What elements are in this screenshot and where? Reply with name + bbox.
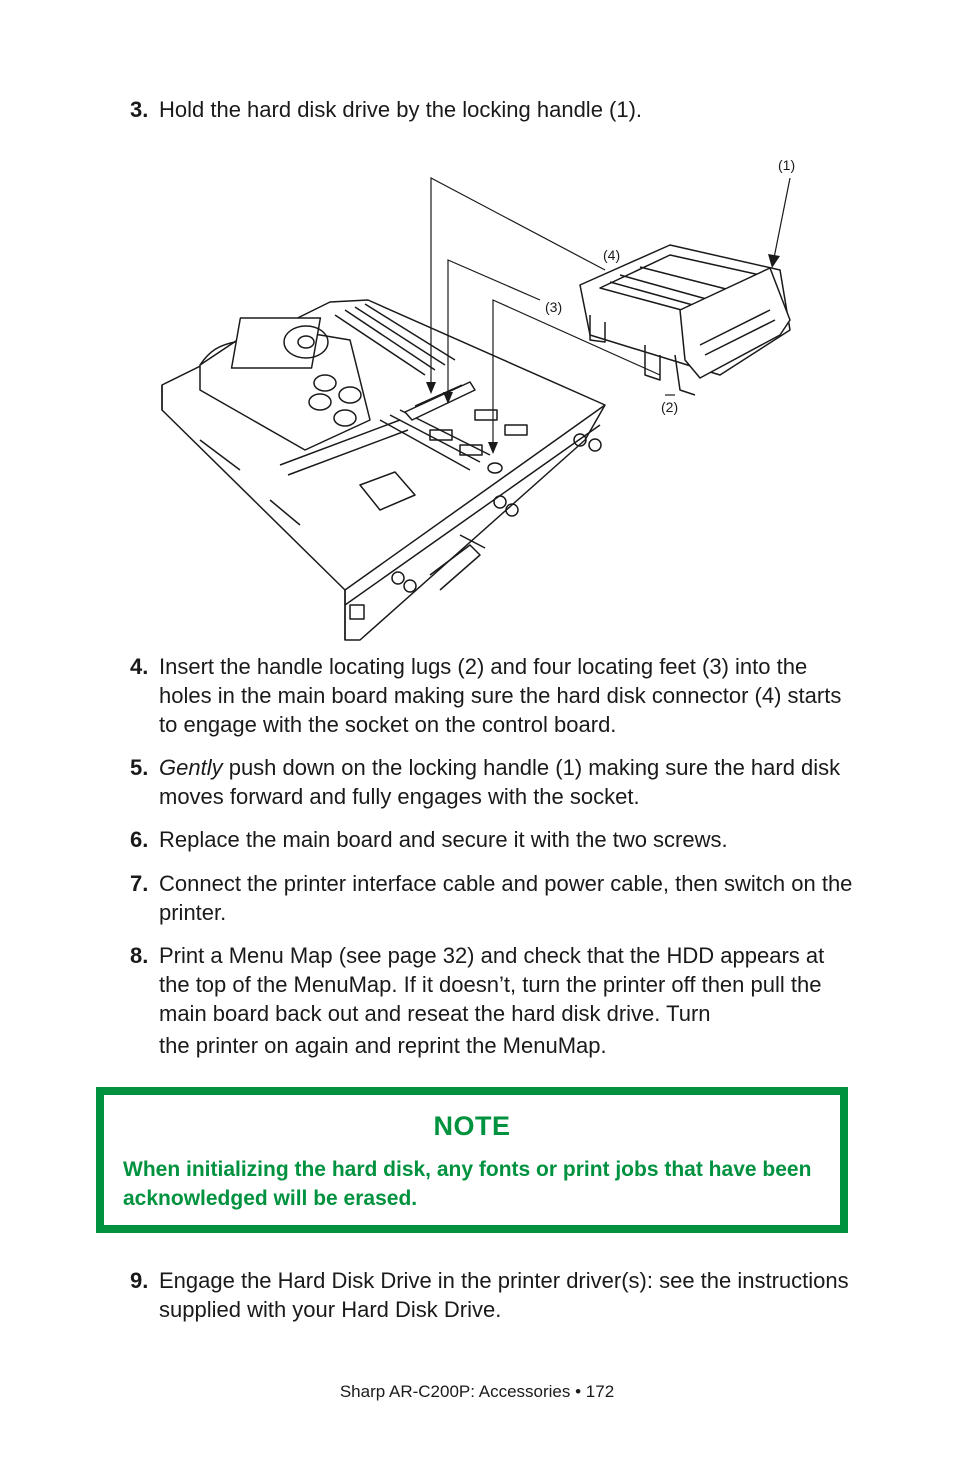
step-text: Hold the hard disk drive by the locking … [159,97,643,122]
hard-disk-installation-diagram: (1) (2) (3) (4) [161,157,795,641]
locking-handle [679,267,791,379]
step-8: 8. Print a Menu Map (see page 32) and ch… [130,941,860,1060]
note-box: NOTE When initializing the hard disk, an… [96,1087,848,1233]
step-text-wrapper: Gently push down on the locking handle (… [159,753,860,811]
hard-disk-drive [579,244,791,396]
callout-3: (3) [545,299,562,315]
callout-1: (1) [778,157,795,173]
callout-4: (4) [603,247,620,263]
step-number: 5. [130,755,149,780]
step-text: Insert the handle locating lugs (2) and … [159,654,842,737]
note-title: NOTE [433,1111,511,1141]
step-number: 7. [130,871,149,896]
step-6: 6. Replace the main board and secure it … [130,825,860,854]
step-text: push down on the locking handle (1) maki… [159,755,841,809]
step-number: 3. [130,97,149,122]
step-text: Engage the Hard Disk Drive in the printe… [159,1268,849,1322]
step-text-last-line: the printer on again and reprint the Men… [159,1033,607,1058]
step-number: 4. [130,654,149,679]
page-footer: Sharp AR-C200P: Accessories • 172 [339,1382,615,1401]
step-number: 6. [130,827,149,852]
step-5: 5. Gently push down on the locking handl… [130,753,860,811]
step-number: 9. [130,1268,149,1293]
step-emphasis: Gently [159,755,223,780]
step-text: Connect the printer interface cable and … [159,871,853,925]
step-9: 9. Engage the Hard Disk Drive in the pri… [130,1266,860,1324]
step-7: 7. Connect the printer interface cable a… [130,869,860,927]
fan [230,317,322,369]
step-text: Print a Menu Map (see page 32) and check… [159,943,825,1026]
note-body: When initializing the hard disk, any fon… [123,1158,812,1210]
step-text: Replace the main board and secure it wit… [159,827,728,852]
step-3: 3. Hold the hard disk drive by the locki… [130,95,860,124]
chip [359,471,416,511]
step-text-wrapper: Print a Menu Map (see page 32) and check… [159,941,860,1060]
step-4: 4. Insert the handle locating lugs (2) a… [130,652,860,739]
callout-2: (2) [661,399,678,415]
step-number: 8. [130,943,149,968]
